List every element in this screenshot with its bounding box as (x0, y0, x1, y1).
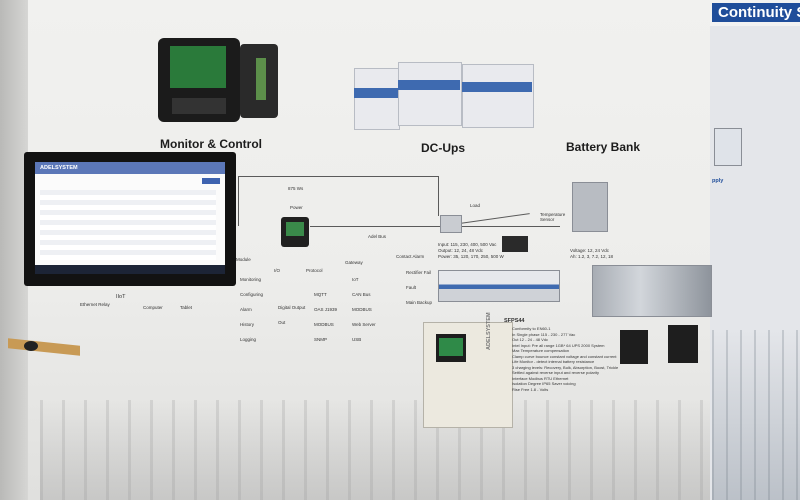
battery-bank-rack (592, 265, 712, 317)
gateway-list: IoT CAN Bus MODBUS Web Server USB (352, 272, 376, 347)
protocol-list: MQTT OAS J1939 MODBUS SNMP (314, 287, 337, 347)
top-bus-line (238, 176, 438, 177)
sfps44-line: 3 charging levels: Recovery, Bulk, Absor… (512, 364, 619, 370)
col-gateway-header: Gateway (345, 260, 363, 265)
sfps44-display (439, 338, 463, 356)
tv-taskbar (35, 265, 225, 274)
heading-battery-bank: Battery Bank (566, 140, 641, 154)
col-module-header: Module (236, 257, 251, 262)
battery-unit-1 (620, 330, 648, 364)
temp-sensor-label: Temperature Sensor (540, 212, 566, 222)
sfps44-line: Clamp curve bounce constant voltage and … (512, 353, 617, 359)
computer-mouse[interactable] (24, 341, 38, 351)
module-item: Logging (240, 337, 257, 342)
tv-app-table (40, 190, 216, 260)
power-rating-label: 875 Ws (288, 186, 304, 191)
tv-app-brand: ADELSYSTEM (40, 165, 78, 171)
tv-app-button[interactable] (202, 178, 220, 184)
sfps44-line: In Single phase 115 - 230 - 277 Vac (512, 331, 576, 337)
sfps44-description: Conformity to EN60-1 In Single phase 115… (512, 326, 618, 392)
panel-meter (502, 236, 528, 252)
din-rail-modules (438, 270, 560, 302)
dc-ups-module-1 (354, 68, 400, 130)
sfps44-line: Conformity to EN60-1 (512, 326, 551, 331)
dc-ups-band-2 (398, 80, 460, 90)
battery-module (572, 182, 608, 232)
gateway-item: IoT (352, 277, 359, 282)
sfps44-line: Rise Free 1.8 - Volts (512, 386, 549, 392)
protocol-item: OAS J1939 (314, 307, 338, 312)
sfps44-line: Life Monitor - detect internal battery r… (512, 359, 595, 364)
sfps44-title: SFPS44 (504, 318, 525, 324)
controller-screen (286, 222, 304, 236)
sfps44-line: Out 12 - 24 - 48 Vdc (512, 337, 549, 342)
banner-title: Continuity S (712, 3, 800, 22)
sfps44-brand: ADELSYSTEM (486, 312, 492, 350)
ethernet-label: Ethernet Relay (80, 302, 110, 307)
sfps44-line: Isolation Degree IP65 Saver voicing (512, 381, 576, 386)
battery-specs: Voltage: 12, 24 Vdc Ah: 1.2, 3, 7.2, 12,… (570, 248, 614, 259)
bus-drop-line (438, 176, 439, 216)
contact-alarm-label: Contact Alarm (396, 254, 425, 259)
module-item: Configuring (240, 292, 264, 297)
battery-unit-2 (668, 325, 698, 363)
bus-left-line (238, 176, 239, 226)
io-item: Digital Output (278, 305, 306, 310)
gateway-item: MODBUS (352, 307, 372, 312)
module-list: Monitoring Configuring Alarm History Log… (240, 272, 263, 347)
load-label: Load (470, 203, 481, 208)
hmi-terminal (256, 58, 266, 100)
col-protocol-header: Protocol (306, 268, 323, 273)
right-wall-label: pply (712, 178, 724, 184)
hmi-buttons (172, 98, 226, 114)
dc-mini-module (440, 215, 462, 233)
io-item: Out (278, 320, 286, 325)
module-item: Monitoring (240, 277, 262, 282)
dc-ups-band-3 (462, 82, 532, 92)
heading-dc-ups: DC-Ups (421, 141, 465, 155)
dc-specs: Input: 115, 230, 400, 500 Vac Output: 12… (438, 242, 504, 259)
main-backup-label: Main Backup (406, 300, 433, 305)
rectifier-label: Rectifier Fail (406, 270, 432, 275)
dc-ups-module-3 (462, 64, 534, 128)
factory-backdrop (40, 400, 710, 500)
gateway-item: USB (352, 337, 362, 342)
sfps44-line: Settled against reverse input and revers… (512, 370, 599, 375)
adel-bus-line (310, 226, 560, 227)
iot-label: IIoT (116, 294, 126, 300)
sfps44-line: Max Temperature compensation (512, 348, 570, 353)
col-io-header: I/O (274, 268, 281, 273)
io-list: Digital Output Out (278, 300, 305, 330)
protocol-item: SNMP (314, 337, 328, 342)
computer-label: Computer (143, 305, 163, 310)
factory-backdrop-right (712, 330, 800, 500)
hmi-screen (170, 46, 226, 88)
tablet-label: Tablet (180, 305, 193, 310)
left-panel (0, 0, 28, 500)
power-label: Power (290, 205, 303, 210)
sfps44-line: Intel Input: Pre all range 1GB* 64 UPS 2… (512, 342, 605, 348)
right-wall-module (714, 128, 742, 166)
sfps44-line: Interface Modbus RTU Ethernet (512, 375, 569, 381)
dc-ups-band-1 (354, 88, 398, 98)
gateway-item: Web Server (352, 322, 376, 327)
module-item: Alarm (240, 307, 252, 312)
fault-label: Fault (406, 285, 417, 290)
dc-ups-module-2 (398, 62, 462, 126)
tv-app-header (35, 162, 225, 174)
module-item: History (240, 322, 255, 327)
heading-monitor-control: Monitor & Control (160, 137, 262, 151)
gateway-item: CAN Bus (352, 292, 371, 297)
protocol-item: MODBUS (314, 322, 334, 327)
adel-bus-label: Adel Bus (368, 234, 387, 239)
protocol-item: MQTT (314, 292, 327, 297)
